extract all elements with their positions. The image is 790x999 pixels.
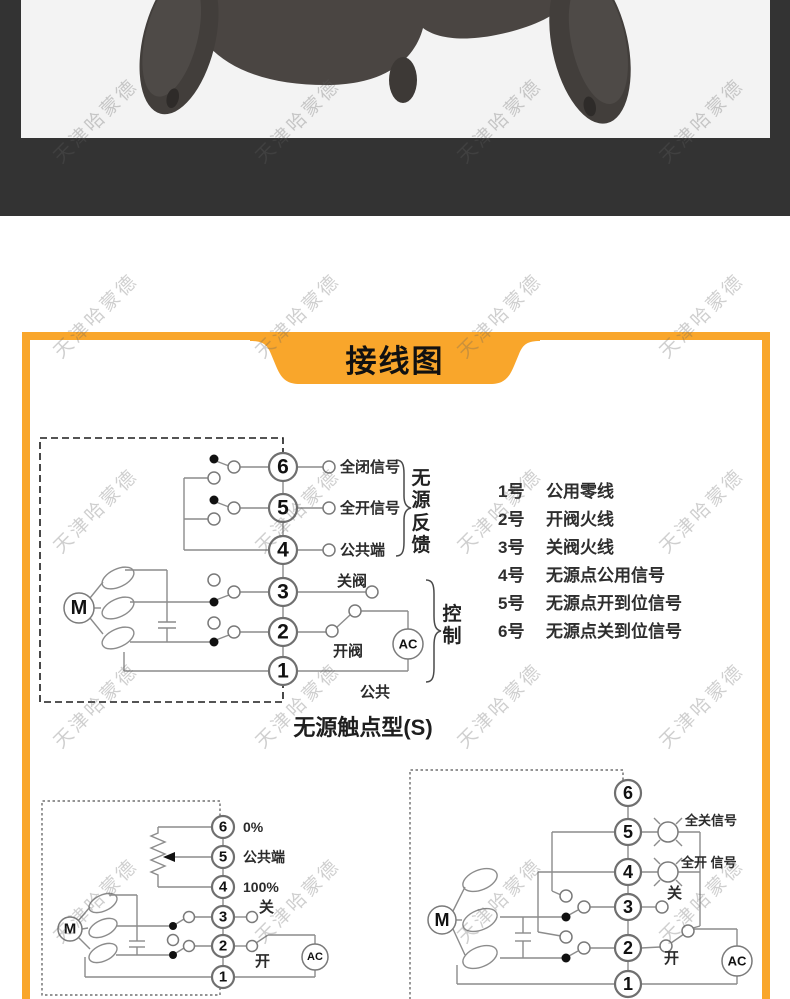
bl-labels: 0% 公共端 100% 关 开 xyxy=(243,819,285,970)
legend-term-number: 5号 xyxy=(498,594,525,613)
main-wires xyxy=(89,460,409,672)
motor-label: M xyxy=(71,597,88,619)
motor-label: M xyxy=(435,910,450,930)
terminal-number: 6 xyxy=(277,456,289,479)
legend-row-6: 6号 无源点关到位信号 xyxy=(498,621,682,642)
br-terminals: 6 5 4 3 2 1 xyxy=(613,778,643,999)
terminal-number: 4 xyxy=(623,862,633,882)
motor-symbol: M xyxy=(57,916,83,942)
legend-term-number: 6号 xyxy=(498,622,525,641)
terminal-number: 3 xyxy=(277,581,289,604)
banner-shape xyxy=(250,332,540,384)
label-t5: 公共端 xyxy=(243,849,285,865)
ac-label: AC xyxy=(728,954,747,969)
label-t2: 开 xyxy=(255,953,270,970)
legend-term-desc: 无源点开到位信号 xyxy=(546,594,682,613)
section-banner: 接线图 xyxy=(250,332,540,384)
main-labels: 全闭信号 全开信号 公共端 关阀 开阀 公共 xyxy=(333,458,400,701)
motor-symbol: M xyxy=(63,592,95,624)
terminal-number: 2 xyxy=(277,621,289,644)
motor-symbol: M xyxy=(427,905,457,935)
terminal-number: 3 xyxy=(219,909,227,926)
motor-label: M xyxy=(64,921,77,938)
ac-label: AC xyxy=(307,951,323,963)
label-t2: 开阀 xyxy=(333,642,363,660)
legend-row-1: 1号 公用零线 xyxy=(498,481,682,502)
terminal-number: 6 xyxy=(219,819,227,836)
main-contacts xyxy=(207,454,379,647)
terminal-number: 3 xyxy=(623,897,633,917)
label-t4: 100% xyxy=(243,879,279,895)
terminal-legend: 1号 公用零线 2号 开阀火线 3号 关阀火线 4号 无源点公用信号 5号 无源点开到位信… xyxy=(498,481,682,649)
control-brace xyxy=(425,579,442,683)
dotted-enclosure xyxy=(41,800,221,996)
wiring-diagram-lamp-feedback: 6 5 4 3 2 1 M AC 全关信号 全开 信号 关 开 xyxy=(409,769,753,999)
terminal-number: 1 xyxy=(219,969,227,986)
valve-product-photo xyxy=(21,0,770,138)
valve-silhouette xyxy=(139,0,631,124)
label-t5: 全关信号 xyxy=(684,813,737,828)
terminal-number: 1 xyxy=(277,660,289,683)
terminal-number: 1 xyxy=(623,974,633,994)
legend-term-number: 4号 xyxy=(498,566,525,585)
terminal-number: 6 xyxy=(623,783,633,803)
label-t6: 0% xyxy=(243,819,264,835)
legend-term-number: 2号 xyxy=(498,510,525,529)
terminal-number: 2 xyxy=(623,938,633,958)
control-group-label: 控制 xyxy=(442,604,462,648)
label-t1: 公共 xyxy=(360,684,390,701)
feedback-brace xyxy=(395,459,412,557)
label-t3: 关 xyxy=(259,898,274,916)
feedback-group-label: 无源反馈 xyxy=(411,468,431,557)
ac-symbol: AC xyxy=(721,945,753,977)
ac-symbol: AC xyxy=(301,943,329,971)
dotted-enclosure xyxy=(409,769,624,999)
label-t5: 全开信号 xyxy=(339,499,400,517)
terminal-number: 5 xyxy=(623,822,633,842)
legend-term-desc: 无源点公用信号 xyxy=(546,566,665,585)
terminal-number: 2 xyxy=(219,938,227,955)
label-t3: 关 xyxy=(667,884,682,902)
wiring-diagram-potentiometer: 6 5 4 3 2 1 M AC 0% 公共端 100% 关 开 xyxy=(41,800,329,996)
terminal-number: 4 xyxy=(277,539,289,562)
ac-label: AC xyxy=(399,637,418,652)
terminal-number: 5 xyxy=(277,497,289,520)
product-photo-strip xyxy=(21,0,770,138)
lamp-symbols xyxy=(653,817,683,887)
diagram-caption: 无源触点型(S) xyxy=(293,715,433,740)
legend-row-5: 5号 无源点开到位信号 xyxy=(498,593,682,614)
legend-term-number: 3号 xyxy=(498,538,525,557)
legend-row-4: 4号 无源点公用信号 xyxy=(498,565,682,586)
dashed-enclosure xyxy=(39,437,284,703)
legend-row-3: 3号 关阀火线 xyxy=(498,537,682,558)
main-terminals: 6 5 4 3 2 1 xyxy=(267,451,299,687)
label-t4: 全开 信号 xyxy=(680,855,737,870)
legend-term-desc: 公用零线 xyxy=(546,482,614,501)
wiring-diagram-main: 6 5 4 3 2 1 M AC 全闭信号 全开信号 公共端 关阀 开阀 公共 xyxy=(39,437,442,703)
terminal-number: 5 xyxy=(219,849,227,866)
label-t3: 关阀 xyxy=(337,572,367,590)
wiring-card xyxy=(22,332,770,999)
legend-term-desc: 开阀火线 xyxy=(546,510,614,529)
label-t6: 全闭信号 xyxy=(339,458,400,476)
legend-term-desc: 无源点关到位信号 xyxy=(546,622,682,641)
br-wires xyxy=(452,793,738,985)
br-contacts xyxy=(559,889,695,963)
legend-term-desc: 关阀火线 xyxy=(546,538,614,557)
terminal-number: 4 xyxy=(219,879,228,896)
label-t4: 公共端 xyxy=(340,541,385,559)
bl-contacts xyxy=(166,910,259,959)
bl-terminals: 6 5 4 3 2 1 xyxy=(210,814,236,990)
label-t2: 开 xyxy=(664,950,679,967)
legend-term-number: 1号 xyxy=(498,482,525,501)
ac-symbol: AC xyxy=(392,628,424,660)
legend-row-2: 2号 开阀火线 xyxy=(498,509,682,530)
br-labels: 全关信号 全开 信号 关 开 xyxy=(664,813,737,967)
section-title: 接线图 xyxy=(346,344,445,379)
